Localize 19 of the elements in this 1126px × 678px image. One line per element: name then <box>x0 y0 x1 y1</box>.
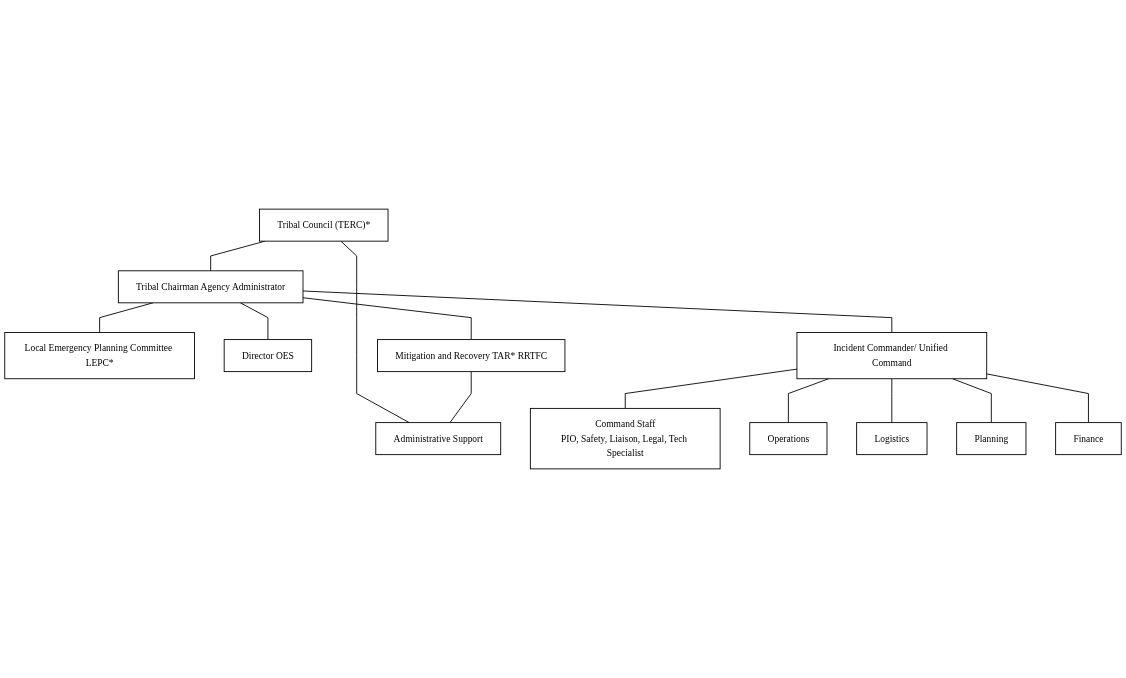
connector <box>302 297 472 341</box>
node-box: Local Emergency Planning Committee LEPC* <box>4 332 195 380</box>
node-box: Mitigation and Recovery TAR* RRTFC <box>377 339 566 373</box>
connector <box>624 368 798 409</box>
node-box: Administrative Support <box>375 422 502 456</box>
node-box: Incident Commander/ Unified Command <box>796 332 988 380</box>
connector <box>340 240 410 424</box>
connector <box>302 290 893 333</box>
node-box: Operations <box>749 422 828 456</box>
connector <box>891 378 893 424</box>
connector <box>449 371 472 424</box>
node-box: Tribal Council (TERC)* <box>259 208 389 242</box>
connector <box>986 373 1089 424</box>
node-box: Tribal Chairman Agency Administrator <box>117 270 304 304</box>
node-box: Command Staff PIO, Safety, Liaison, Legal, Tech Specialist <box>529 407 721 470</box>
node-box: Finance <box>1055 422 1122 456</box>
node-box: Director OES <box>223 339 313 373</box>
node-box: Planning <box>956 422 1027 456</box>
node-box: Logistics <box>856 422 928 456</box>
